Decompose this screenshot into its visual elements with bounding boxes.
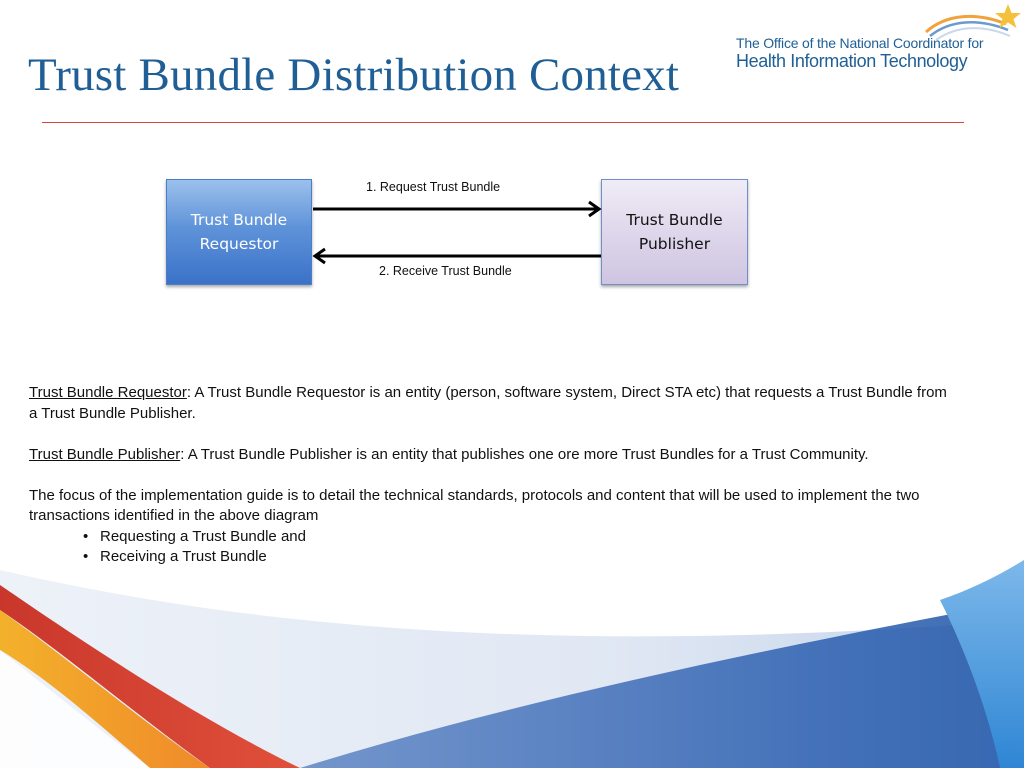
body-text: Trust Bundle Requestor: A Trust Bundle R… (29, 383, 949, 568)
request-arrow-label: 1. Request Trust Bundle (366, 180, 501, 194)
list-item: • Receiving a Trust Bundle (29, 547, 949, 568)
publisher-box-label: Trust Bundle Publisher (626, 211, 723, 253)
requestor-box-label: Trust Bundle Requestor (190, 211, 288, 253)
definition-text: : A Trust Bundle Requestor is an entity … (29, 384, 947, 422)
diagram-arrows (312, 200, 602, 265)
definition-text: : A Trust Bundle Publisher is an entity … (180, 445, 869, 463)
focus-paragraph: The focus of the implementation guide is… (29, 486, 920, 525)
trust-bundle-requestor-box: Trust Bundle Requestor (166, 179, 312, 285)
onc-logo: The Office of the National Coordinator f… (736, 2, 1024, 76)
list-item-text: Receiving a Trust Bundle (100, 548, 267, 565)
bullet-icon: • (83, 527, 89, 545)
receive-arrow-label: 2. Receive Trust Bundle (379, 264, 512, 278)
logo-star-swoosh-icon (924, 4, 1021, 41)
definition-publisher: Trust Bundle Publisher: A Trust Bundle P… (29, 445, 949, 466)
bullet-list: • Requesting a Trust Bundle and • Receivin… (29, 527, 949, 568)
definition-requestor: Trust Bundle Requestor: A Trust Bundle R… (29, 383, 949, 424)
title-divider (42, 122, 964, 123)
list-item-text: Requesting a Trust Bundle and (100, 527, 306, 545)
list-item: • Requesting a Trust Bundle and (29, 527, 949, 548)
trust-bundle-publisher-box: Trust Bundle Publisher (601, 179, 748, 285)
bullet-icon: • (83, 548, 89, 565)
logo-line-office: The Office of the National Coordinator f… (736, 35, 984, 51)
request-arrow (313, 200, 602, 218)
logo-line-hit: Health Information Technology (736, 51, 968, 71)
definition-term: Trust Bundle Publisher (29, 445, 181, 463)
slide-title: Trust Bundle Distribution Context (28, 49, 680, 101)
receive-arrow (312, 247, 601, 265)
definition-term: Trust Bundle Requestor (29, 384, 187, 401)
